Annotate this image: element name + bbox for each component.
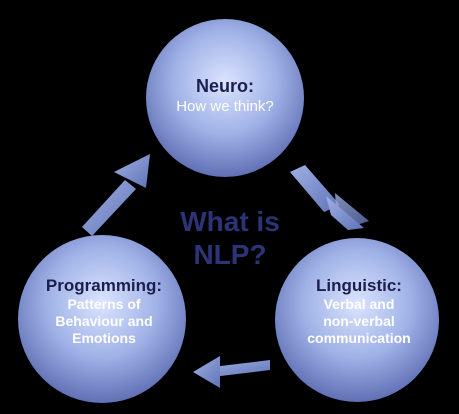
programming-circle [18,235,186,403]
programming-label-group: Programming: Patterns of Behaviour and E… [24,276,184,347]
linguistic-description-line1: Verbal and [323,296,395,313]
center-title-line2: NLP? [193,239,267,271]
neuro-circle [146,19,304,177]
linguistic-circle [275,238,439,402]
center-title: What is NLP? [150,205,310,271]
linguistic-description-line2: non-verbal [323,313,395,330]
neuro-heading: Neuro: [196,76,254,96]
center-title-line1: What is [180,206,280,237]
programming-description-line3: Emotions [72,329,136,346]
neuro-description: How we think? [176,97,274,115]
neuro-label-group: Neuro: How we think? [150,76,300,116]
programming-heading: Programming: [45,276,163,295]
arrow-programming-to-neuro-icon [82,154,150,236]
linguistic-label-group: Linguistic: Verbal and non-verbal commun… [285,276,433,347]
programming-description-line1: Patterns of [67,296,141,313]
linguistic-heading: Linguistic: [316,276,402,295]
arrow-linguistic-to-programming-icon [193,356,270,388]
programming-description-line2: Behaviour and [55,313,153,330]
linguistic-description-line3: communication [307,329,411,346]
arrow-neuro-to-linguistic-icon [290,165,369,230]
